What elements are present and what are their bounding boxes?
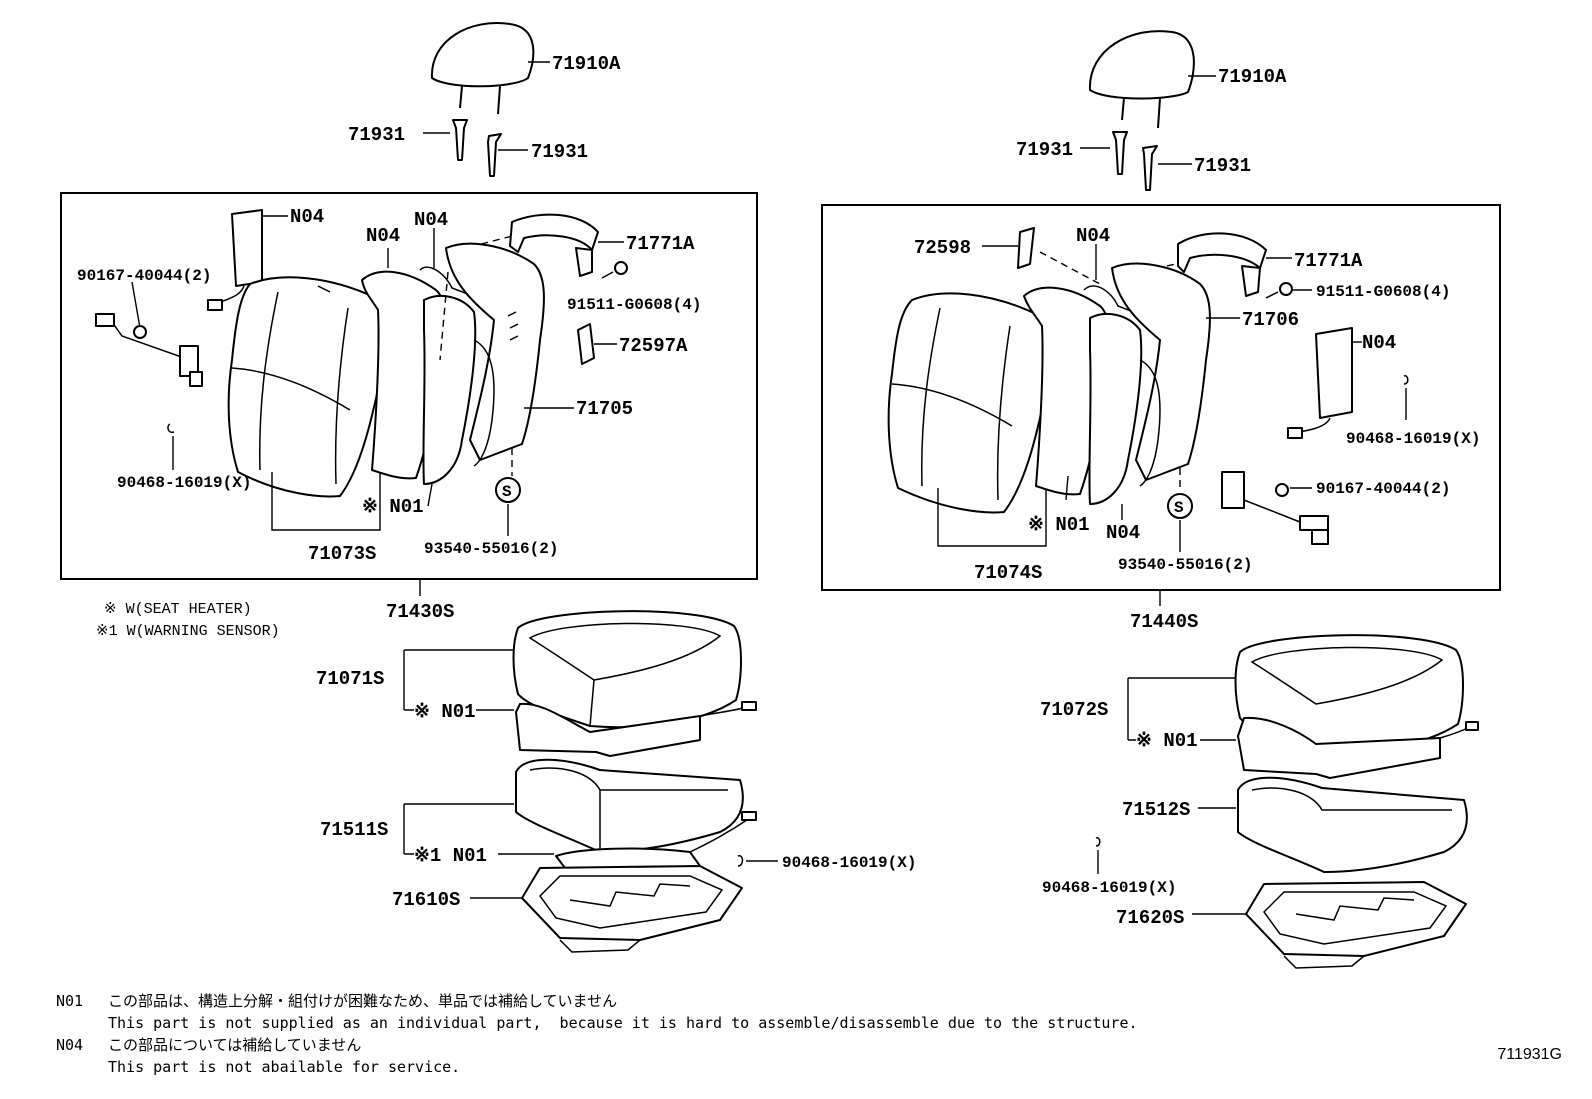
right-seatback-frame-box [821,204,1501,591]
left-airbag-module-label: N04 [290,206,324,228]
left-screw-label: 93540-55016(2) [424,540,558,558]
left-seatback-cover: 71073S [227,276,389,565]
right-bolt: 91511-G0608(4) [1265,282,1450,301]
left-bolt: 91511-G0608(4) [567,261,701,314]
left-cushion-frame: 71610S [392,865,743,953]
note-n01-en: This part is not supplied as an individu… [108,1014,1138,1032]
left-headrest-support-a-label: 71931 [348,124,405,146]
left-clip-a-label: 90167-40044(2) [77,267,211,285]
left-back-trim-label: 71771A [626,233,695,255]
right-headrest-support-a-label: 71931 [1016,139,1073,161]
right-heater-note: ※ N01 [1028,475,1090,536]
left-back-spring-label: N04 [414,209,448,231]
left-back-pad-label: N04 [366,225,400,247]
right-back-trim-label: 71771A [1294,250,1363,272]
figure-code: 711931G [1497,1046,1562,1063]
right-seat-assembly: 71910A 71931 71931 72598 N04 [821,30,1501,969]
right-heater-note-label: ※ N01 [1028,514,1090,536]
right-back-trim: 71771A [1177,232,1363,297]
left-cushion-pad: 71511S [320,758,744,854]
left-cushion-hog-ring-label: 90468-16019(X) [782,854,916,872]
right-airbag-module-label: N04 [1362,332,1396,354]
left-airbag-module: N04 [207,206,324,311]
left-back-board: 71705 [445,242,633,467]
right-screw-label: 93540-55016(2) [1118,556,1252,574]
right-back-pad [1023,286,1110,496]
legend-warning-sensor: ※1 W(WARNING SENSOR) [96,623,280,640]
left-headrest-label: 71910A [552,53,621,75]
right-headrest: 71910A [1088,30,1287,129]
note-n04-en: This part is not abailable for service. [108,1058,461,1076]
left-headrest-support-b-label: 71931 [531,141,588,163]
left-back-board-label: 71705 [576,398,633,420]
left-hog-ring-label: 90468-16019(X) [117,474,251,492]
left-cushion-pad-label: 71511S [320,819,388,841]
left-heater-note-label: ※ N01 [362,496,424,518]
right-cushion-frame: 71620S [1116,881,1467,969]
right-back-pad-label: N04 [1076,225,1110,247]
left-headrest-supports: 71931 71931 [348,119,588,177]
right-headrest-supports: 71931 71931 [1016,131,1251,191]
right-hog-ring-label: 90468-16019(X) [1346,430,1480,448]
right-hog-ring: 90468-16019(X) [1346,375,1480,448]
right-cushion-pad: 71512S [1122,776,1468,873]
left-clip-harness: 90167-40044(2) [77,267,211,387]
note-n01-jp: この部品は、構造上分解・組付けが困難なため、単品では補給していません [108,992,618,1010]
left-sensor-label: ※1 N01 [414,845,487,867]
left-back-spring: N04 [414,209,521,485]
left-screw-symbol: S [502,483,512,501]
left-cushion-heater: ※ N01 [404,701,757,757]
note-n04: N04 この部品については補給していません [56,1034,1256,1056]
left-back-trim: 71771A [509,213,695,277]
note-n01: N01 この部品は、構造上分解・組付けが困難なため、単品では補給していません [56,990,1256,1012]
left-cushion-cover-label: 71071S [316,668,384,690]
right-cushion-cover: 71072S [1040,634,1464,753]
left-knob: 72597A [577,323,688,365]
right-cushion-heater-label: ※ N01 [1136,730,1198,752]
right-back-board: 71706 [1111,262,1299,487]
right-knob-label: 72598 [914,237,971,259]
right-back-cover-label: 71074S [974,562,1042,584]
right-seatback-cover: 71074S [887,292,1053,584]
right-bolt-label: 91511-G0608(4) [1316,283,1450,301]
left-back-cover-label: 71073S [308,543,376,565]
right-screw-symbol: S [1174,499,1184,517]
left-cushion-frame-label: 71610S [392,889,460,911]
right-back-spring: N04 [1083,285,1145,544]
right-back-board-label: 71706 [1242,309,1299,331]
right-cushion-pad-label: 71512S [1122,799,1190,821]
note-n04-jp: この部品については補給していません [108,1036,362,1054]
right-airbag-module: N04 [1287,327,1396,439]
note-n01-code: N01 [56,992,84,1010]
left-cushion-heater-label: ※ N01 [414,701,476,723]
right-screw: S 93540-55016(2) [1118,468,1252,574]
left-bolt-label: 91511-G0608(4) [567,296,701,314]
right-headrest-label: 71910A [1218,66,1287,88]
left-back-assy-label: 71430S [386,601,454,623]
right-cushion-cover-label: 71072S [1040,699,1108,721]
note-n04-code: N04 [56,1036,84,1054]
left-knob-label: 72597A [619,335,688,357]
left-seatback-frame-box [60,192,758,580]
right-knob: 72598 [914,227,1035,269]
left-headrest: 71910A [430,22,621,115]
right-cushion-frame-label: 71620S [1116,907,1184,929]
left-seat-assembly: 71910A 71931 71931 N04 90167-40044(2) [60,22,916,953]
right-clip-harness: 90167-40044(2) [1221,471,1450,545]
left-cushion-hog-ring: 90468-16019(X) [737,854,916,872]
right-clip-label: 90167-40044(2) [1316,480,1450,498]
left-hog-ring: 90468-16019(X) [117,423,251,492]
legend: ※ W(SEAT HEATER) ※1 W(WARNING SENSOR) [96,601,280,640]
footnotes: N01 この部品は、構造上分解・組付けが困難なため、単品では補給していません T… [56,990,1256,1078]
right-headrest-support-b-label: 71931 [1194,155,1251,177]
right-back-assy-label: 71440S [1130,611,1198,633]
left-heater-note: ※ N01 [362,483,433,518]
right-cushion-hog-ring-label: 90468-16019(X) [1042,879,1176,897]
right-cushion-heater: ※ N01 [1128,716,1479,779]
legend-seat-heater: ※ W(SEAT HEATER) [104,601,252,618]
right-back-spring-label: N04 [1106,522,1140,544]
right-cushion-hog-ring: 90468-16019(X) [1042,837,1176,897]
left-screw: S 93540-55016(2) [424,448,558,558]
